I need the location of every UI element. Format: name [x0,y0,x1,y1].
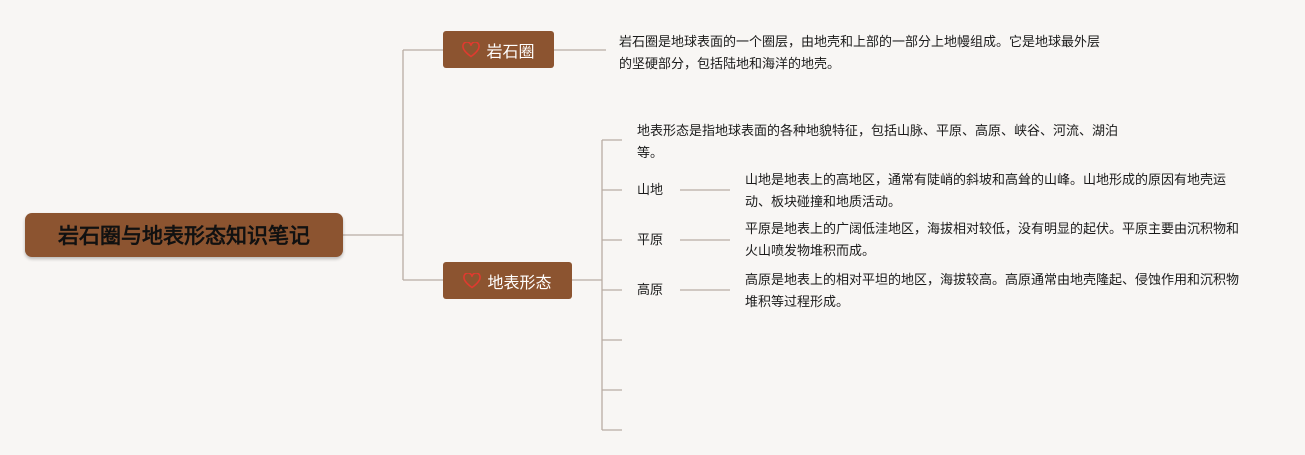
branch-node-landforms[interactable]: 地表形态 [443,262,572,299]
landforms-note: 地表形态是指地球表面的各种地貌特征，包括山脉、平原、高原、峡谷、河流、湖泊等。 [637,124,1119,161]
plateau-note: 高原是地表上的相对平坦的地区，海拔较高。高原通常由地壳隆起、侵蚀作用和沉积物堆积… [745,273,1240,310]
heart-icon [463,272,482,288]
sub-node-mountain[interactable]: 山地 [637,183,664,198]
root-label: 岩石圈与地表形态知识笔记 [58,224,310,248]
sub-node-plateau[interactable]: 高原 [637,283,664,298]
branch-label: 地表形态 [487,272,552,292]
branch-label: 岩石圈 [486,41,535,61]
mountain-note: 山地是地表上的高地区，通常有陡峭的斜坡和高耸的山峰。山地形成的原因有地壳运动、板… [745,173,1227,210]
heart-icon [462,41,481,57]
lithosphere-note: 岩石圈是地球表面的一个圈层，由地壳和上部的一部分上地幔组成。它是地球最外层的坚硬… [619,35,1101,72]
plain-note: 平原是地表上的广阔低洼地区，海拔相对较低，没有明显的起伏。平原主要由沉积物和火山… [745,222,1240,259]
root-node[interactable]: 岩石圈与地表形态知识笔记 [25,213,343,257]
branch-node-lithosphere[interactable]: 岩石圈 [443,31,554,68]
sub-node-plain[interactable]: 平原 [637,233,664,248]
